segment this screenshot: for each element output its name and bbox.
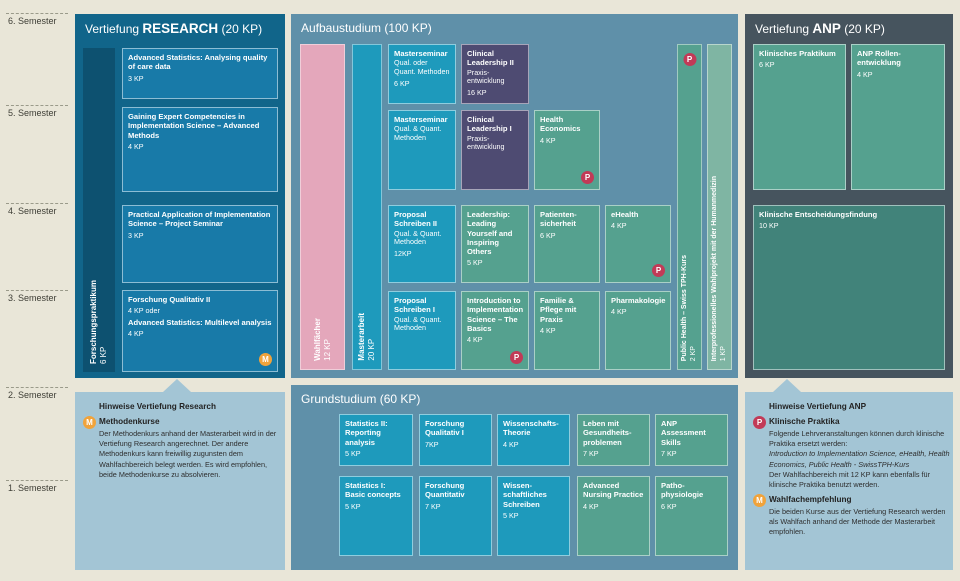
m-badge: M xyxy=(753,494,766,507)
hint-anp-subtitle-2: Wahlfachempfehlung xyxy=(769,495,852,504)
arrow-up-icon xyxy=(773,379,801,392)
panel-grundstudium: Grundstudium (60 KP) Statistics II: Repo… xyxy=(291,385,738,570)
semester-divider xyxy=(6,387,68,388)
m-badge: M xyxy=(83,416,96,429)
card-ehealth: eHealth 4 KP P xyxy=(605,205,671,283)
card-klinische-entscheidungsfindung: Klinische Entscheidungsfindung 10 KP xyxy=(753,205,945,370)
card-klinisches-praktikum: Klinisches Praktikum 6 KP xyxy=(753,44,846,190)
card-pathophysiologie: Patho-physiologie 6 KP xyxy=(655,476,728,556)
card-forschung-qualitativ-1: Forschung Qualitativ I 7KP xyxy=(419,414,492,466)
card-proposal-schreiben-1: Proposal Schreiben I Qual. & Quant. Meth… xyxy=(388,291,456,370)
card-pharmakologie: Pharmakologie 4 KP xyxy=(605,291,671,370)
card-masterseminar-qual-und-quant: Masterseminar Qual. & Quant. Methoden xyxy=(388,110,456,190)
p-badge: P xyxy=(581,171,594,184)
semester-label-4: 4. Semester xyxy=(8,206,57,216)
hint-research-subtitle: Methodenkurse xyxy=(99,417,160,426)
card-wissenschaftstheorie: Wissenschafts-Theorie 4 KP xyxy=(497,414,570,466)
semester-label-3: 3. Semester xyxy=(8,293,57,303)
semester-divider xyxy=(6,13,68,14)
semester-divider xyxy=(6,105,68,106)
semester-label-2: 2. Semester xyxy=(8,390,57,400)
panel-research: Vertiefung RESEARCH (20 KP) Forschungspr… xyxy=(75,14,285,378)
card-anp-assessment-skills: ANP Assessment Skills 7 KP xyxy=(655,414,728,466)
card-practical-application: Practical Application of Implementation … xyxy=(122,205,278,283)
aufbaustudium-panel-title: Aufbaustudium (100 KP) xyxy=(301,21,432,35)
card-statistics-1: Statistics I: Basic concepts 5 KP xyxy=(339,476,413,556)
hint-anp-title: Hinweise Vertiefung ANP xyxy=(769,402,867,411)
p-badge: P xyxy=(753,416,766,429)
hint-anp-panel: Hinweise Vertiefung ANP P Klinische Prak… xyxy=(745,379,953,570)
card-wissenschaftliches-schreiben: Wissen-schaftliches Schreiben 5 KP xyxy=(497,476,570,556)
interprofessionelles-wahlprojekt-label: Interprofessionelles Wahlprojekt mit der… xyxy=(711,175,728,361)
card-patientensicherheit: Patienten-sicherheit 6 KP xyxy=(534,205,600,283)
p-badge: P xyxy=(510,351,523,364)
hint-anp-subtitle-1: Klinische Praktika xyxy=(769,417,840,426)
card-familie-pflege: Familie & Pflege mit Praxis 4 KP xyxy=(534,291,600,370)
anp-panel-title: Vertiefung ANP (20 KP) xyxy=(755,21,885,36)
hint-research-title: Hinweise Vertiefung Research xyxy=(99,402,216,411)
card-gaining-expert-competencies: Gaining Expert Competencies in Implement… xyxy=(122,107,278,192)
semester-divider xyxy=(6,480,68,481)
hint-research-body: Der Methodenkurs anhand der Masterarbeit… xyxy=(99,429,277,479)
research-panel-title: Vertiefung RESEARCH (20 KP) xyxy=(85,21,263,36)
semester-label-1: 1. Semester xyxy=(8,483,57,493)
card-forschung-qualitativ-2: Forschung Qualitativ II 4 KP oder Advanc… xyxy=(122,290,278,372)
card-statistics-2: Statistics II: Reporting analysis 5 KP xyxy=(339,414,413,466)
semester-divider xyxy=(6,290,68,291)
card-advanced-nursing-practice: Advanced Nursing Practice 4 KP xyxy=(577,476,650,556)
semester-label-6: 6. Semester xyxy=(8,16,57,26)
card-leben-mit-gesundheitsproblemen: Leben mit Gesundheits-problemen 7 KP xyxy=(577,414,650,466)
semester-label-5: 5. Semester xyxy=(8,108,57,118)
hint-anp-body-2: Die beiden Kurse aus der Vertiefung Rese… xyxy=(769,507,946,537)
semester-divider xyxy=(6,203,68,204)
m-badge: M xyxy=(259,353,272,366)
card-anp-rollenentwicklung: ANP Rollen-entwicklung 4 KP xyxy=(851,44,945,190)
card-proposal-schreiben-2: Proposal Schreiben II Qual. & Quant. Met… xyxy=(388,205,456,283)
card-leadership-leading-yourself: Leadership: Leading Yourself and Inspiri… xyxy=(461,205,529,283)
arrow-up-icon xyxy=(163,379,191,392)
card-introduction-implementation-science: Introduction to Implementation Science –… xyxy=(461,291,529,370)
panel-anp: Vertiefung ANP (20 KP) Klinisches Prakti… xyxy=(745,14,953,378)
card-health-economics: Health Economics 4 KP P xyxy=(534,110,600,190)
card-advanced-statistics-quality: Advanced Statistics: Analysing quality o… xyxy=(122,48,278,99)
interprofessionelles-wahlprojekt-bar: Interprofessionelles Wahlprojekt mit der… xyxy=(707,44,732,370)
hint-research-panel: Hinweise Vertiefung Research M Methodenk… xyxy=(75,379,285,570)
p-badge: P xyxy=(652,264,665,277)
card-clinical-leadership-2: Clinical Leadership II Praxis-entwicklun… xyxy=(461,44,529,104)
card-forschung-quantitativ: Forschung Quantitativ 7 KP xyxy=(419,476,492,556)
card-masterseminar-qual-oder-quant: Masterseminar Qual. oder Quant. Methoden… xyxy=(388,44,456,104)
p-badge: P xyxy=(683,53,696,66)
grundstudium-panel-title: Grundstudium (60 KP) xyxy=(301,392,421,406)
card-clinical-leadership-1: Clinical Leadership I Praxis-entwicklung xyxy=(461,110,529,190)
hint-anp-body-1: Folgende Lehrveranstaltungen können durc… xyxy=(769,429,950,490)
